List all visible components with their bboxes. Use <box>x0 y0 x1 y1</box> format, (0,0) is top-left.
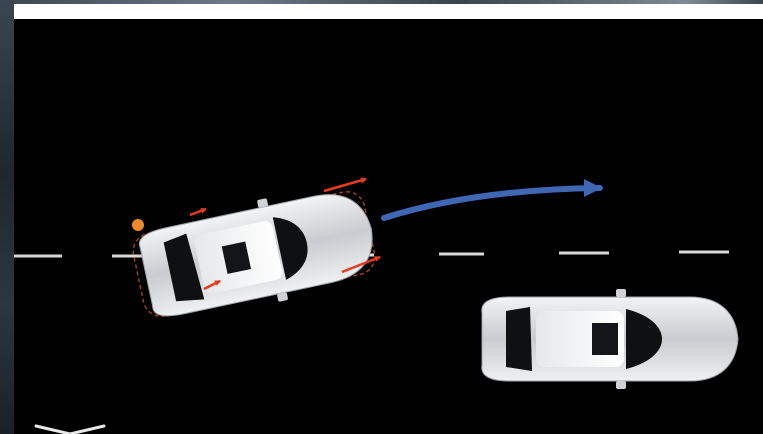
adjacent-car-icon <box>482 289 738 389</box>
lane-changing-car-icon <box>128 178 382 329</box>
diagram-scene <box>14 19 763 434</box>
chevron-icon <box>34 424 106 434</box>
path-arrow-icon <box>384 188 600 218</box>
lane-change-diagram <box>14 19 763 434</box>
top-white-bar <box>14 4 763 19</box>
background-border-left <box>0 0 14 434</box>
path-arrowhead-icon <box>584 179 602 197</box>
turn-indicator-icon <box>132 219 144 231</box>
lane-divider <box>14 252 729 256</box>
